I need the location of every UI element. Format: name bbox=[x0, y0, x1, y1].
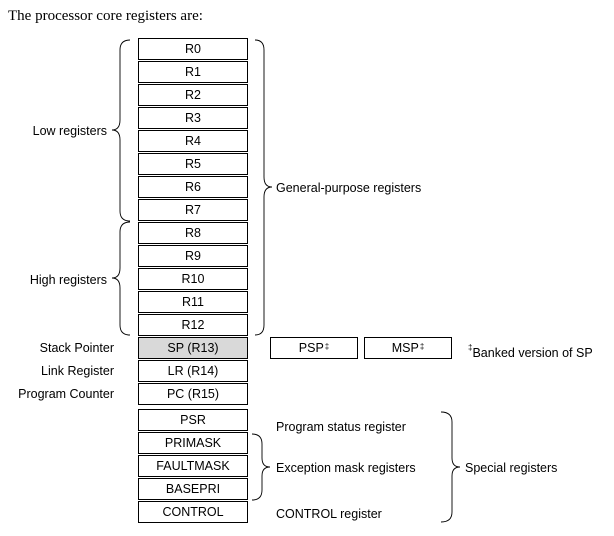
exception-mask-label: Exception mask registers bbox=[276, 461, 416, 475]
register-r8: R8 bbox=[138, 222, 248, 244]
special-registers-brace bbox=[440, 411, 461, 523]
program-counter-label: Program Counter bbox=[18, 387, 114, 401]
register-lr: LR (R14) bbox=[138, 360, 248, 382]
register-r6: R6 bbox=[138, 176, 248, 198]
register-r12: R12 bbox=[138, 314, 248, 336]
register-r10: R10 bbox=[138, 268, 248, 290]
register-sp: SP (R13) bbox=[138, 337, 248, 359]
high-registers-label: High registers bbox=[29, 273, 107, 287]
general-purpose-label: General-purpose registers bbox=[276, 181, 422, 195]
intro-text: The processor core registers are: bbox=[8, 8, 203, 24]
msp-mark: ‡ bbox=[419, 341, 425, 351]
special-registers-label: Special registers bbox=[465, 461, 558, 475]
register-r0: R0 bbox=[138, 38, 248, 60]
exception-mask-brace bbox=[251, 433, 271, 501]
register-r2: R2 bbox=[138, 84, 248, 106]
control-register-label: CONTROL register bbox=[276, 507, 382, 521]
register-r4: R4 bbox=[138, 130, 248, 152]
msp-box: MSP‡ bbox=[364, 337, 452, 359]
psp-box: PSP‡ bbox=[270, 337, 358, 359]
psp-mark: ‡ bbox=[324, 341, 330, 351]
register-r3: R3 bbox=[138, 107, 248, 129]
register-control: CONTROL bbox=[138, 501, 248, 523]
banked-note-text: Banked version of SP bbox=[472, 346, 593, 361]
low-registers-brace bbox=[111, 39, 131, 222]
register-pc: PC (R15) bbox=[138, 383, 248, 405]
register-r1: R1 bbox=[138, 61, 248, 83]
register-primask: PRIMASK bbox=[138, 432, 248, 454]
register-r7: R7 bbox=[138, 199, 248, 221]
low-registers-label: Low registers bbox=[32, 124, 107, 138]
banked-note-mark: ‡ bbox=[468, 343, 473, 352]
register-r11: R11 bbox=[138, 291, 248, 313]
high-registers-brace bbox=[111, 221, 131, 336]
stack-pointer-label: Stack Pointer bbox=[39, 341, 114, 355]
banked-note: ‡Banked version of SP bbox=[468, 342, 593, 361]
general-purpose-brace bbox=[254, 39, 273, 336]
register-faultmask: FAULTMASK bbox=[138, 455, 248, 477]
register-r9: R9 bbox=[138, 245, 248, 267]
program-status-label: Program status register bbox=[276, 420, 406, 434]
register-psr: PSR bbox=[138, 409, 248, 431]
link-register-label: Link Register bbox=[41, 364, 114, 378]
register-basepri: BASEPRI bbox=[138, 478, 248, 500]
msp-label: MSP bbox=[391, 341, 419, 355]
register-r5: R5 bbox=[138, 153, 248, 175]
psp-label: PSP bbox=[298, 341, 324, 355]
